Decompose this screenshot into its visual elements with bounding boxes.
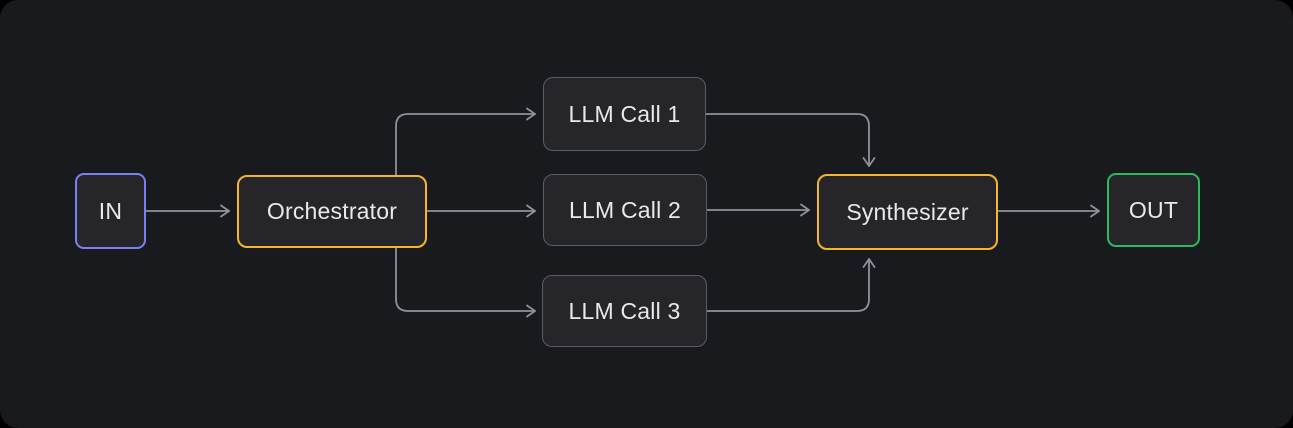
node-llm-call-2: LLM Call 2: [543, 174, 707, 246]
node-synthesizer: Synthesizer: [817, 174, 998, 250]
node-out: OUT: [1107, 173, 1200, 247]
node-synthesizer-label: Synthesizer: [846, 198, 969, 225]
node-llm-call-3-label: LLM Call 3: [568, 297, 681, 324]
edge-llm3-synthesizer: [706, 258, 876, 312]
edge-llm1-synthesizer: [705, 113, 876, 167]
node-out-label: OUT: [1128, 196, 1179, 223]
node-llm-call-3: LLM Call 3: [542, 275, 707, 347]
edge-orchestrator-llm3: [395, 247, 536, 318]
edge-orchestrator-llm1: [395, 107, 536, 176]
node-llm-call-1: LLM Call 1: [543, 77, 706, 151]
node-llm-call-2-label: LLM Call 2: [569, 196, 681, 223]
node-orchestrator: Orchestrator: [237, 175, 427, 248]
node-orchestrator-label: Orchestrator: [266, 198, 398, 224]
node-in: IN: [75, 173, 146, 249]
node-llm-call-1-label: LLM Call 1: [568, 100, 681, 127]
node-in-label: IN: [98, 197, 123, 224]
